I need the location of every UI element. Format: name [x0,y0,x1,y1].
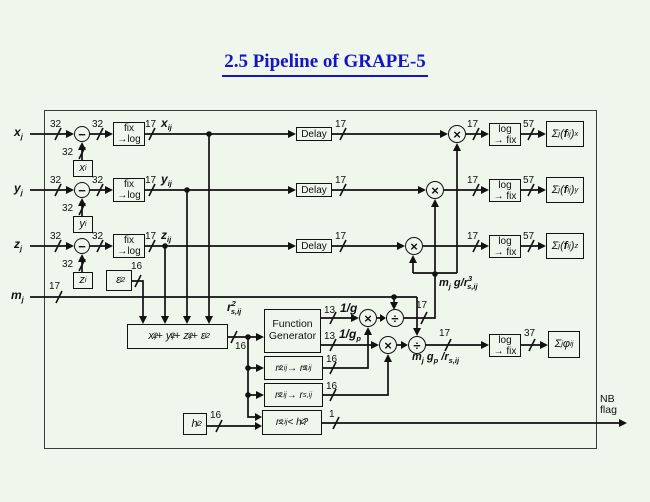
delay-z: Delay [296,239,332,253]
subtractor-y: − [74,182,90,198]
nb-flag-label-2: flag [600,404,617,416]
width-17: 17 [145,231,157,242]
fix-to-log-x: fix→log [113,122,145,146]
width-16: 16 [326,381,338,392]
width-32: 32 [50,175,62,186]
input-label-xj: xj [14,125,23,141]
width-32: 32 [92,231,104,242]
width-16: 16 [210,410,222,421]
input-label-yj: yj [14,181,23,197]
signal-label-potential: mj gp /rs,ij [412,351,460,365]
width-37: 37 [524,328,536,339]
width-32: 32 [50,119,62,130]
width-17: 17 [145,119,157,130]
multiplier-x: × [448,125,466,143]
delay-y: Delay [296,183,332,197]
width-17: 17 [467,231,479,242]
delay-x: Delay [296,127,332,141]
log-to-fix-z: log→ fix [489,235,521,258]
pipeline-frame [44,110,597,449]
width-32: 32 [62,203,74,214]
width-16: 16 [235,341,247,352]
multiplier-potential: × [379,336,397,354]
width-32: 32 [62,259,74,270]
width-13: 13 [324,331,336,342]
log-to-fix-y: log→ fix [489,179,521,202]
width-17: 17 [467,119,479,130]
width-57: 57 [523,119,535,130]
width-13: 13 [324,305,336,316]
signal-label-r2: r2s,ij [227,299,242,316]
input-label-mj: mj [11,288,24,304]
width-32: 32 [92,119,104,130]
width-16: 16 [326,354,338,365]
width-1: 1 [329,409,335,420]
subtractor-z: − [74,238,90,254]
width-17: 17 [335,175,347,186]
divider-potential: ÷ [408,336,426,354]
multiplier-y: × [426,181,444,199]
log-to-fix-potential: log→ fix [489,334,521,357]
width-32: 32 [50,231,62,242]
nb-flag-label-1: NB [600,393,615,405]
signal-label-zij: zij [161,228,172,244]
fix-to-log-y: fix→log [113,178,145,202]
divider-force: ÷ [386,309,404,327]
fix-to-log-z: fix→log [113,234,145,258]
width-17: 17 [416,300,428,311]
input-label-zj: zj [14,237,23,253]
width-32: 32 [92,175,104,186]
width-57: 57 [523,175,535,186]
width-32: 32 [62,147,74,158]
width-17: 17 [145,175,157,186]
width-17: 17 [335,231,347,242]
page-title: 2.5 Pipeline of GRAPE-5 [222,51,428,77]
width-57: 57 [523,231,535,242]
multiplier-z: × [405,237,423,255]
width-17: 17 [49,281,61,292]
width-17: 17 [335,119,347,130]
subtractor-x: − [74,126,90,142]
multiplier-force: × [359,309,377,327]
signal-label-xij: xij [161,116,172,132]
width-17: 17 [467,175,479,186]
width-17: 17 [439,328,451,339]
signal-label-force: mj g/r3s,ij [439,274,478,291]
signal-label-inv-gp: 1/gp [339,327,361,343]
log-to-fix-x: log→ fix [489,123,521,146]
width-16: 16 [131,261,143,272]
title-wrap: 2.5 Pipeline of GRAPE-5 [0,51,650,77]
signal-label-yij: yij [161,172,172,188]
signal-label-inv-g: 1/g [340,301,358,315]
